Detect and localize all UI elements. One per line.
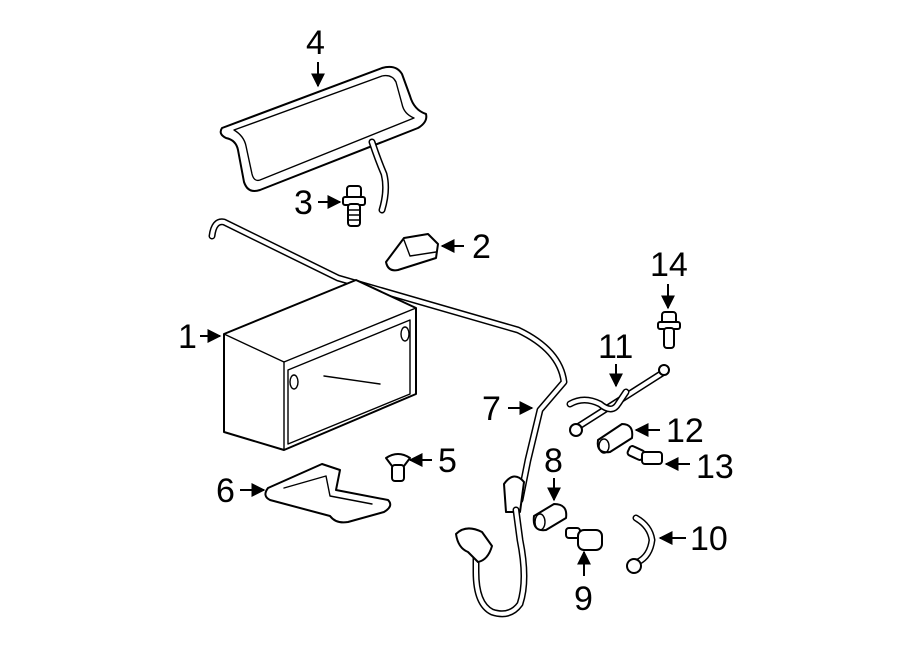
callout-3: 3 (294, 184, 313, 222)
callout-8: 8 (544, 442, 563, 480)
callout-7: 7 (482, 390, 501, 428)
bolt-part-13[interactable] (626, 445, 663, 465)
battery-insulator-part[interactable] (219, 65, 428, 214)
callout-11: 11 (598, 328, 633, 366)
leader-arrows (200, 62, 690, 576)
cap-part-8[interactable] (532, 503, 568, 532)
callout-14: 14 (650, 246, 688, 284)
callout-4: 4 (306, 24, 325, 62)
battery-cable-part[interactable] (208, 218, 568, 618)
callout-9: 9 (574, 580, 593, 618)
callout-12: 12 (666, 412, 704, 450)
callout-1: 1 (178, 318, 197, 356)
callout-10: 10 (690, 520, 728, 558)
callout-2: 2 (472, 228, 491, 266)
terminal-cover-part[interactable] (385, 233, 439, 272)
callout-5: 5 (438, 442, 457, 480)
cap-part-12[interactable] (596, 423, 634, 454)
clip-part-10[interactable] (626, 514, 656, 574)
ground-strap-part[interactable] (566, 364, 670, 437)
bolt-part-14[interactable] (657, 311, 681, 349)
retainer-part-5[interactable] (385, 453, 411, 482)
hold-down-part[interactable] (264, 463, 392, 524)
battery-part[interactable] (223, 279, 417, 451)
bolt-part-9[interactable] (565, 527, 603, 551)
bolt-part-3[interactable] (342, 185, 366, 227)
callout-13: 13 (696, 448, 734, 486)
callout-6: 6 (216, 472, 235, 510)
